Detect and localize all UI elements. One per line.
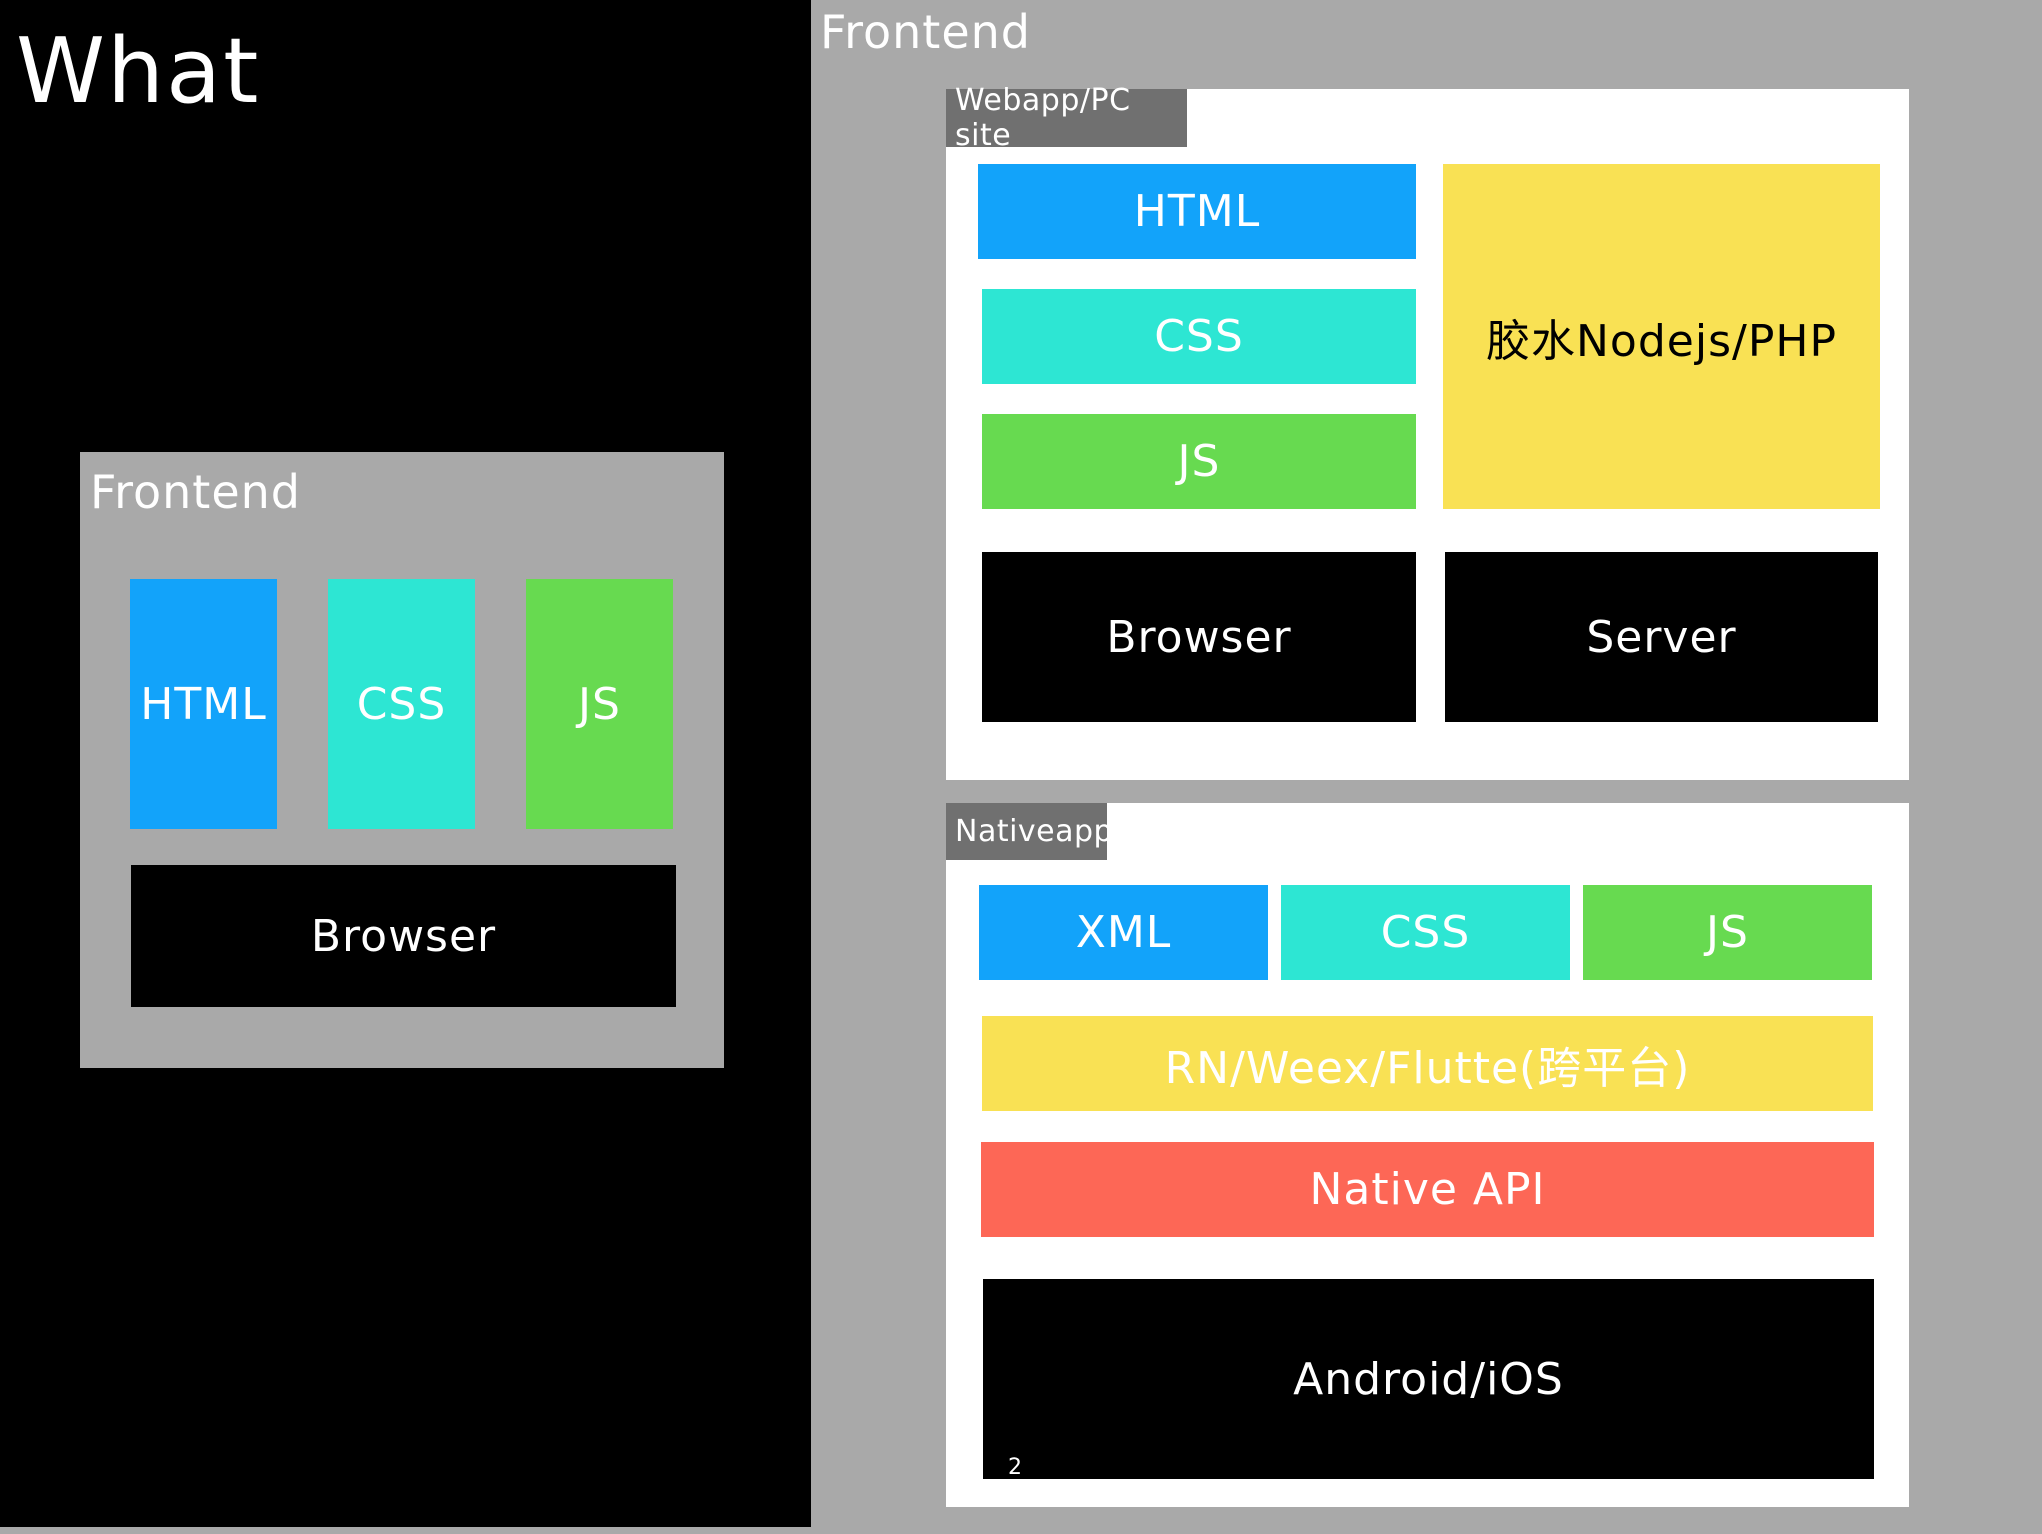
webapp-tag: Webapp/PC site (946, 83, 1187, 153)
nativeapp-tag: Nativeapp (946, 803, 1113, 860)
nativeapp-css-block: CSS (1281, 885, 1570, 980)
js-block: JS (526, 579, 673, 829)
webapp-browser-block: Browser (982, 552, 1416, 722)
webapp-css-block: CSS (982, 289, 1416, 384)
right-panel-title: Frontend (820, 5, 1032, 59)
frontend-box-label: Frontend (90, 465, 302, 519)
webapp-section: Webapp/PC site HTML CSS JS 胶水Nodejs/PHP … (946, 83, 1909, 780)
webapp-js-block: JS (982, 414, 1416, 509)
frontend-box: Frontend HTML CSS JS Browser (80, 452, 724, 1068)
os-block: Android/iOS (983, 1279, 1874, 1479)
css-block: CSS (328, 579, 475, 829)
glue-block: 胶水Nodejs/PHP (1443, 164, 1880, 509)
cross-platform-block: RN/Weex/Flutte(跨平台) (982, 1016, 1873, 1111)
native-api-block: Native API (981, 1142, 1874, 1237)
nativeapp-section: Nativeapp XML CSS JS RN/Weex/Flutte(跨平台)… (946, 803, 1909, 1507)
browser-block: Browser (131, 865, 676, 1007)
nativeapp-js-block: JS (1583, 885, 1872, 980)
left-panel-title: What (16, 19, 261, 124)
page-number: 2 (1008, 1457, 1022, 1479)
left-panel: What Frontend HTML CSS JS Browser (0, 0, 811, 1527)
webapp-html-block: HTML (978, 164, 1416, 259)
server-block: Server (1445, 552, 1878, 722)
xml-block: XML (979, 885, 1268, 980)
html-block: HTML (130, 579, 277, 829)
